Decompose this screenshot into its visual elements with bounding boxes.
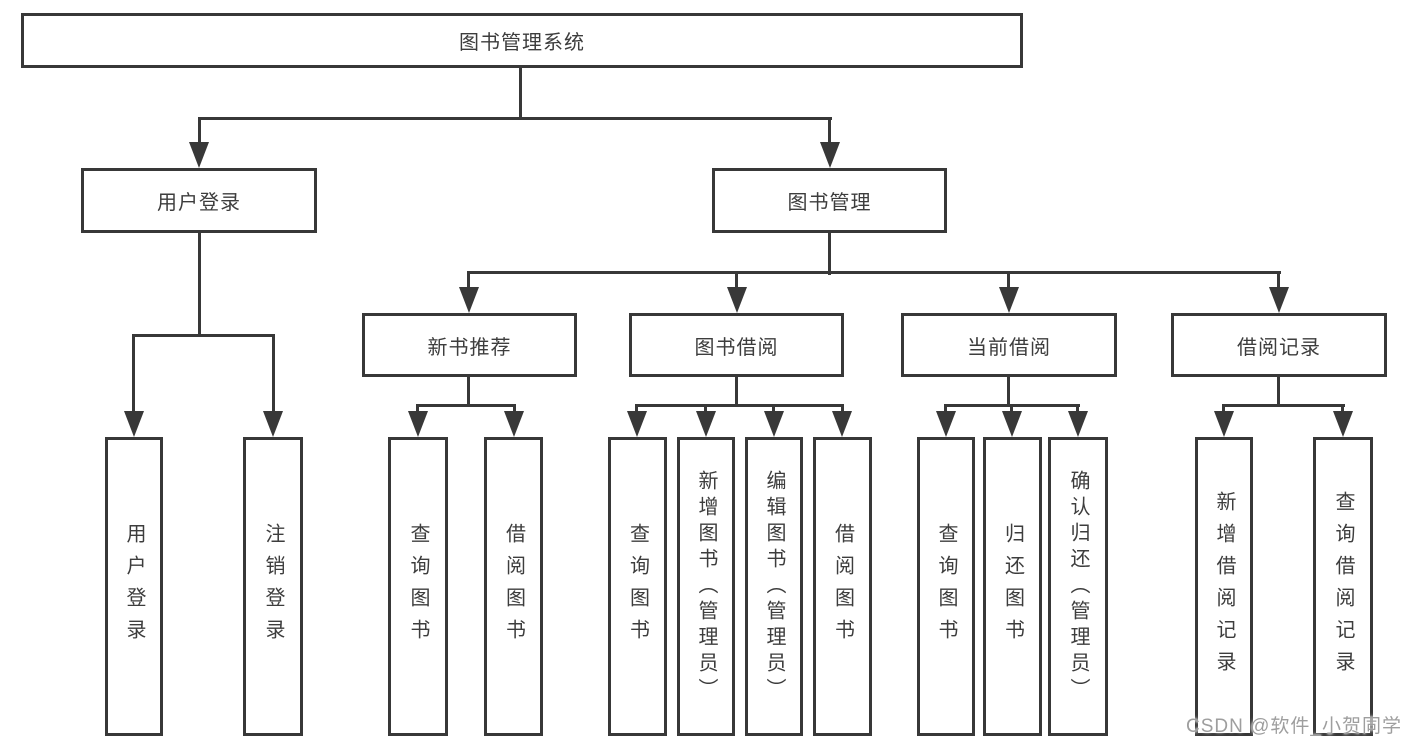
connector-leaf-stub [841,404,844,414]
arrow-down-icon [504,411,524,437]
leaf-confirm-return-admin: 确认归还（管理员） [1048,437,1108,736]
connector-leaf-stub [944,404,947,414]
leaf-logout: 注销登录 [243,437,303,736]
leaf-borrow-books-borrow: 借阅图书 [813,437,872,736]
leaf-label: 新增图书（管理员） [695,469,717,704]
arrow-down-icon [832,411,852,437]
connector-borrow-drop [735,377,738,407]
arrow-down-icon [1333,411,1353,437]
arrow-down-icon [727,287,747,313]
connector-borrow-rail [635,404,844,407]
leaf-query-books-recommend: 查询图书 [388,437,448,736]
arrow-down-icon [764,411,784,437]
connector-leaf-stub [772,404,775,414]
arrow-down-icon [936,411,956,437]
leaf-edit-book-admin: 编辑图书（管理员） [745,437,803,736]
connector-records-rail [1222,404,1345,407]
connector-leaf-stub [513,404,516,414]
arrow-down-icon [1068,411,1088,437]
connector-book-management-stub [828,117,831,145]
connector-leaf-stub [635,404,638,414]
leaf-query-books-borrow: 查询图书 [608,437,667,736]
connector-branch-stub [467,271,470,291]
leaf-label: 归还图书 [1001,522,1024,651]
connector-leaf-stub [1076,404,1079,414]
connector-book-management-drop [828,233,831,275]
leaf-label: 新增借阅记录 [1213,490,1235,683]
connector-leaf-stub [132,334,135,414]
leaf-label: 借阅图书 [831,522,854,651]
connector-current-drop [1007,377,1010,407]
node-current-borrow: 当前借阅 [901,313,1117,377]
leaf-label: 查询图书 [407,522,429,651]
connector-leaf-stub [416,404,419,414]
arrow-down-icon [124,411,144,437]
connector-records-drop [1277,377,1280,407]
csdn-watermark: CSDN @软件_小贺同学 [1186,716,1402,737]
node-new-book-recommend: 新书推荐 [362,313,577,377]
arrow-down-icon [1269,287,1289,313]
leaf-borrow-books-recommend: 借阅图书 [484,437,543,736]
arrow-down-icon [189,142,209,168]
arrow-down-icon [999,287,1019,313]
connector-user-login-rail [132,334,275,337]
connector-leaf-stub [704,404,707,414]
node-borrow-records: 借阅记录 [1171,313,1387,377]
arrow-down-icon [408,411,428,437]
arrow-down-icon [1214,411,1234,437]
leaf-label: 查询借阅记录 [1332,490,1354,683]
connector-leaf-stub [272,334,275,414]
leaf-return-book: 归还图书 [983,437,1042,736]
connector-user-login-drop [198,233,201,337]
leaf-label: 用户登录 [123,522,145,651]
arrow-down-icon [820,142,840,168]
arrow-down-icon [263,411,283,437]
node-library-management-system: 图书管理系统 [21,13,1023,68]
leaf-label: 借阅图书 [502,522,525,651]
connector-branch-stub [735,271,738,291]
leaf-query-books-current: 查询图书 [917,437,975,736]
connector-recommend-drop [467,377,470,407]
node-book-borrow: 图书借阅 [629,313,844,377]
node-user-login: 用户登录 [81,168,317,233]
arrow-down-icon [696,411,716,437]
leaf-query-borrow-record: 查询借阅记录 [1313,437,1373,736]
connector-branch-stub [1007,271,1010,291]
leaf-add-book-admin: 新增图书（管理员） [677,437,735,736]
connector-recommend-rail [416,404,516,407]
node-book-management: 图书管理 [712,168,947,233]
leaf-label: 注销登录 [262,522,284,651]
connector-leaf-stub [1010,404,1013,414]
leaf-label: 查询图书 [935,522,957,651]
leaf-user-login: 用户登录 [105,437,163,736]
connector-level2-rail [467,271,1281,274]
leaf-label: 编辑图书（管理员） [763,469,785,704]
arrow-down-icon [1002,411,1022,437]
connector-user-login-stub [198,117,201,145]
connector-leaf-stub [1341,404,1344,414]
leaf-add-borrow-record: 新增借阅记录 [1195,437,1253,736]
connector-level1-rail [198,117,832,120]
arrow-down-icon [459,287,479,313]
leaf-label: 确认归还（管理员） [1067,469,1089,704]
connector-leaf-stub [1222,404,1225,414]
connector-branch-stub [1277,271,1280,291]
arrow-down-icon [627,411,647,437]
connector-root-drop [519,68,522,120]
leaf-label: 查询图书 [626,522,649,651]
